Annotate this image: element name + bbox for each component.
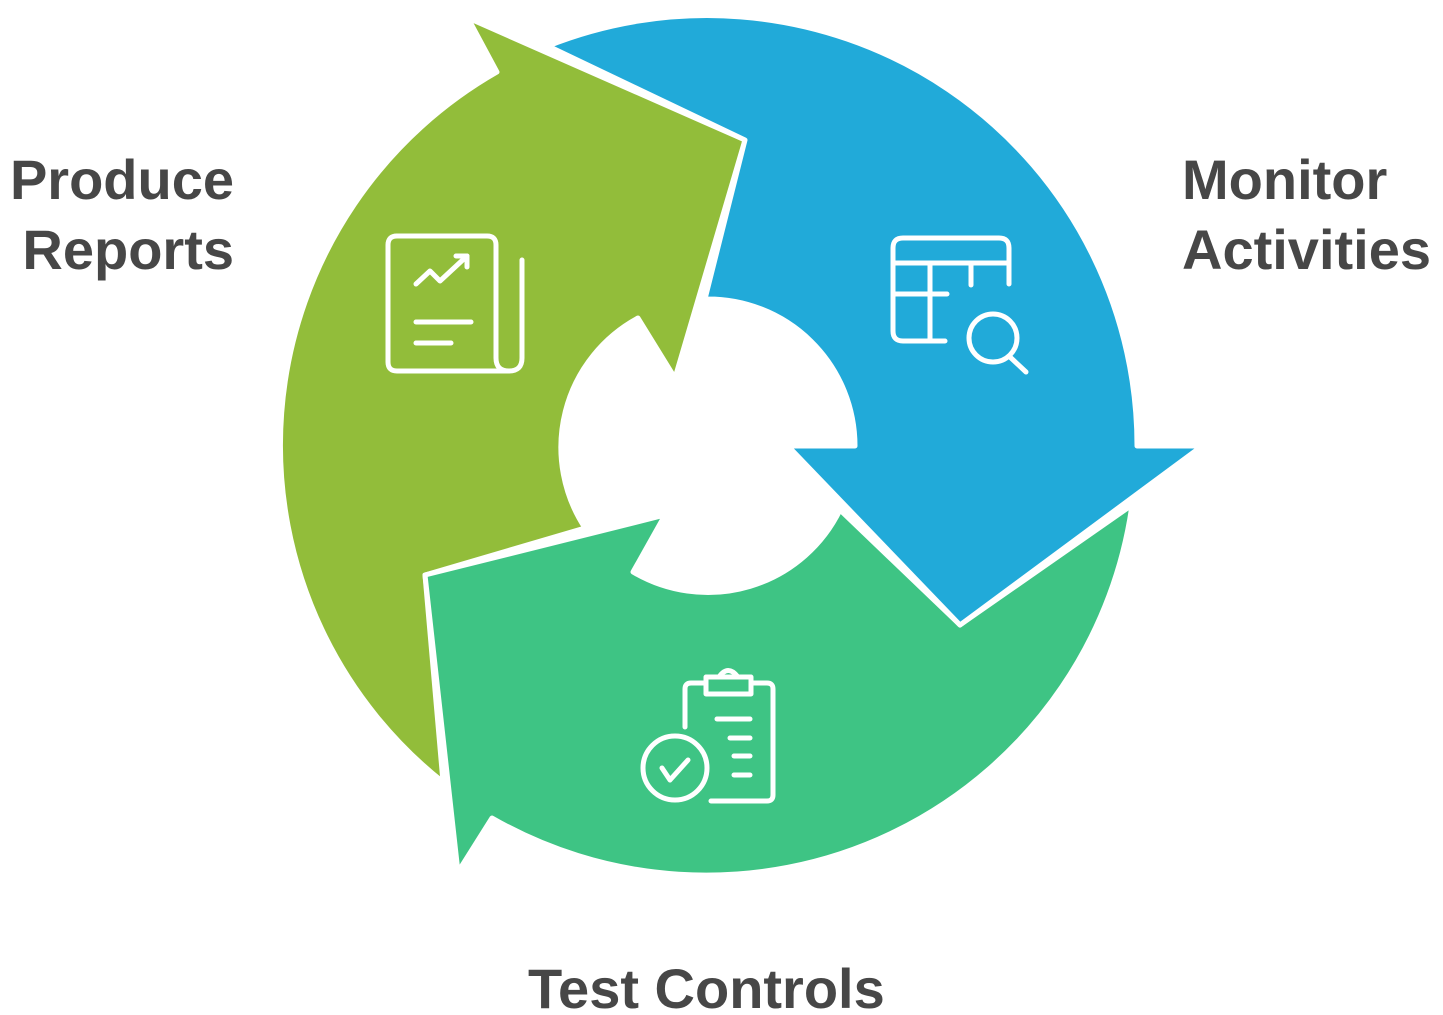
label-line: Monitor xyxy=(1182,148,1388,211)
step-label-test-controls: Test Controls xyxy=(528,957,885,1015)
step-label-monitor-activities: Monitor Activities xyxy=(1182,145,1431,285)
label-line: Reports xyxy=(22,218,234,281)
clipboard-check-icon xyxy=(640,668,776,804)
monitor-activities-arrow xyxy=(545,13,1205,628)
test-controls-arrow xyxy=(422,502,1135,878)
label-line: Activities xyxy=(1182,218,1431,281)
table-search-icon xyxy=(890,235,1029,375)
step-label-produce-reports: Produce Reports xyxy=(0,145,234,285)
produce-reports-arrow xyxy=(277,15,748,785)
report-chart-icon xyxy=(385,233,525,374)
label-line: Produce xyxy=(9,148,234,211)
